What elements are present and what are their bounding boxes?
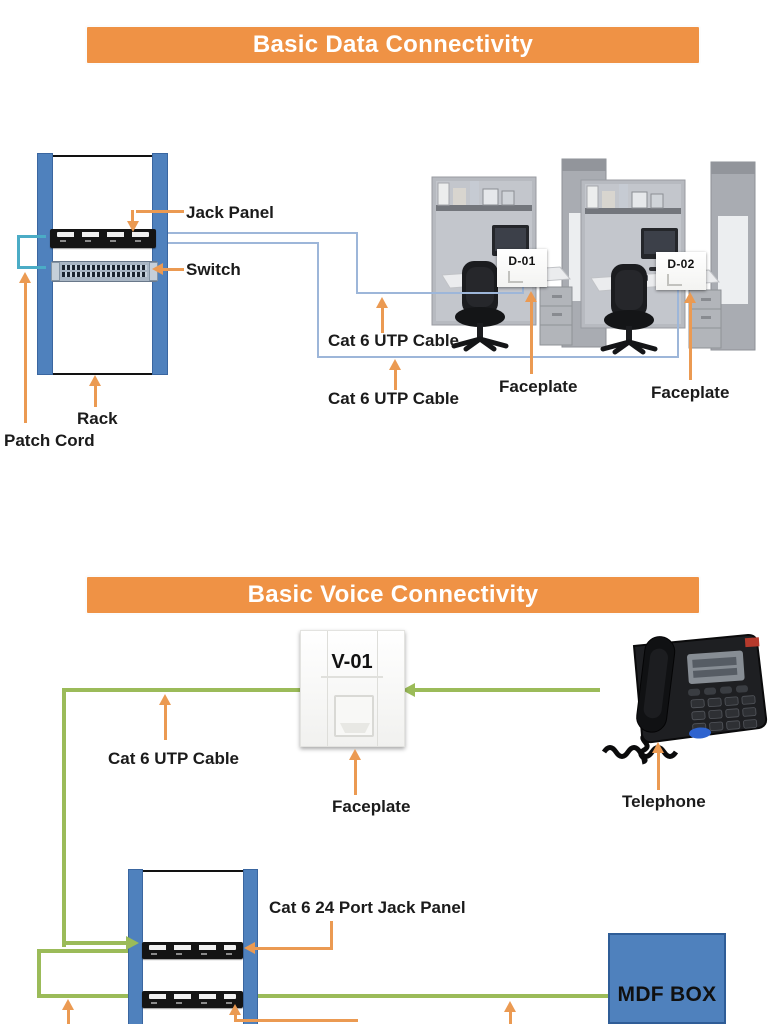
- voice-faceplate-arrow: [354, 759, 357, 795]
- cubicle-photo-2: [580, 161, 756, 355]
- rack-arrow: [94, 385, 97, 407]
- bottom-arrow-middle-head-icon: [229, 1004, 241, 1015]
- faceplate2-label: Faceplate: [651, 383, 730, 402]
- telephone-photo: [601, 633, 768, 765]
- cable1-arrowhead-icon: [376, 297, 388, 308]
- voice-section-banner: Basic Voice Connectivity: [85, 575, 701, 615]
- bottom-arrow-left: [67, 1009, 70, 1024]
- cable2-label: Cat 6 UTP Cable: [328, 389, 460, 408]
- faceplate2-arrow: [689, 302, 692, 380]
- data-section-banner: Basic Data Connectivity: [85, 25, 701, 65]
- faceplate-d02-jack-icon: [667, 274, 682, 286]
- jack-panel: [50, 229, 156, 248]
- faceplate2-arrowhead-icon: [684, 292, 696, 303]
- switch-arrow: [162, 268, 184, 271]
- switch-arrowhead-icon: [152, 263, 163, 275]
- faceplate1-arrowhead-icon: [525, 291, 537, 302]
- bottom-arrow-right: [509, 1011, 512, 1024]
- voice-cable-arrow: [164, 704, 167, 740]
- data-section-title: Basic Data Connectivity: [252, 31, 534, 58]
- jack-panel-24-arrow-vert: [330, 921, 333, 950]
- faceplate-seam: [327, 631, 328, 746]
- switch-device: [51, 261, 158, 282]
- patch-cord-label: Patch Cord: [4, 431, 95, 450]
- jack-panel-label: Jack Panel: [186, 203, 274, 222]
- patch-cord-arrowhead-icon: [19, 272, 31, 283]
- phone-to-faceplate-cable: [414, 688, 600, 692]
- faceplate-d01-label: D-01: [508, 254, 536, 268]
- switch-ports-row2: [62, 272, 147, 277]
- telephone-arrowhead-icon: [652, 742, 664, 753]
- bottom-arrow-left-head-icon: [62, 999, 74, 1010]
- faceplate1-label: Faceplate: [499, 377, 578, 396]
- faceplate-v01-jack-icon: [334, 695, 374, 737]
- jack-panel-arrowhead-icon: [127, 221, 139, 232]
- jack-panel-24-arrowhead-icon: [244, 942, 255, 954]
- faceplate-d02: D-02: [656, 252, 706, 290]
- bottom-arrow-middle-elbow: [236, 1019, 358, 1022]
- cable2-arrowhead-icon: [389, 359, 401, 370]
- jack-panel-ports: [57, 232, 149, 237]
- voice-faceplate-label: Faceplate: [332, 797, 411, 816]
- mdf-box: MDF BOX: [608, 933, 726, 1024]
- voice-section-title: Basic Voice Connectivity: [247, 581, 539, 608]
- voice-cable-label: Cat 6 UTP Cable: [108, 749, 240, 768]
- voice-cable-arrowhead-icon: [159, 694, 171, 705]
- phone-cable-arrowhead-icon: [402, 683, 415, 697]
- rack-arrowhead-icon: [89, 375, 101, 386]
- faceplate-seam: [377, 631, 378, 746]
- voice-faceplate-arrowhead-icon: [349, 749, 361, 760]
- patch-cord: [17, 235, 46, 269]
- voice-jack-panel-2-ports: [149, 994, 236, 999]
- jack-panel-24-label: Cat 6 24 Port Jack Panel: [269, 898, 466, 917]
- switch-label: Switch: [186, 260, 241, 279]
- bottom-arrow-right-head-icon: [504, 1001, 516, 1012]
- mdf-box-label: MDF BOX: [617, 983, 717, 1006]
- voice-jack-panel-1-ports: [149, 945, 236, 950]
- faceplate-v01: V-01: [300, 630, 405, 747]
- jack-panel-arrow-shaft: [131, 210, 134, 222]
- voice-jack-panel-2: [142, 991, 243, 1008]
- faceplate-d01: D-01: [497, 249, 547, 287]
- cable1-arrow: [381, 307, 384, 333]
- jack-panel-cable-arrowhead-icon: [126, 936, 139, 950]
- telephone-arrow: [657, 752, 660, 790]
- telephone-label: Telephone: [622, 792, 706, 811]
- faceplate-v01-label: V-01: [321, 651, 383, 678]
- jack-panel-arrow: [136, 210, 184, 213]
- switch-ports-row1: [62, 265, 147, 270]
- voice-jack-panel-1: [142, 942, 243, 959]
- patch-cord-arrow: [24, 282, 27, 423]
- jack-panel-24-arrow-horiz: [254, 947, 333, 950]
- faceplate1-arrow: [530, 301, 533, 374]
- faceplate-d02-label: D-02: [667, 257, 695, 271]
- cable1-label: Cat 6 UTP Cable: [328, 331, 460, 350]
- cable-into-jack-panel: [64, 941, 126, 945]
- voice-jack-panel-1-labels: [151, 953, 234, 955]
- switch-ear-left: [51, 262, 60, 281]
- bottom-arrow-middle: [234, 1014, 237, 1022]
- cable2-arrow: [394, 369, 397, 390]
- faceplate-d01-jack-icon: [508, 271, 523, 283]
- rack-label: Rack: [77, 409, 118, 428]
- jack-panel-labels: [59, 240, 147, 242]
- voice-jack-panel-2-labels: [151, 1002, 234, 1004]
